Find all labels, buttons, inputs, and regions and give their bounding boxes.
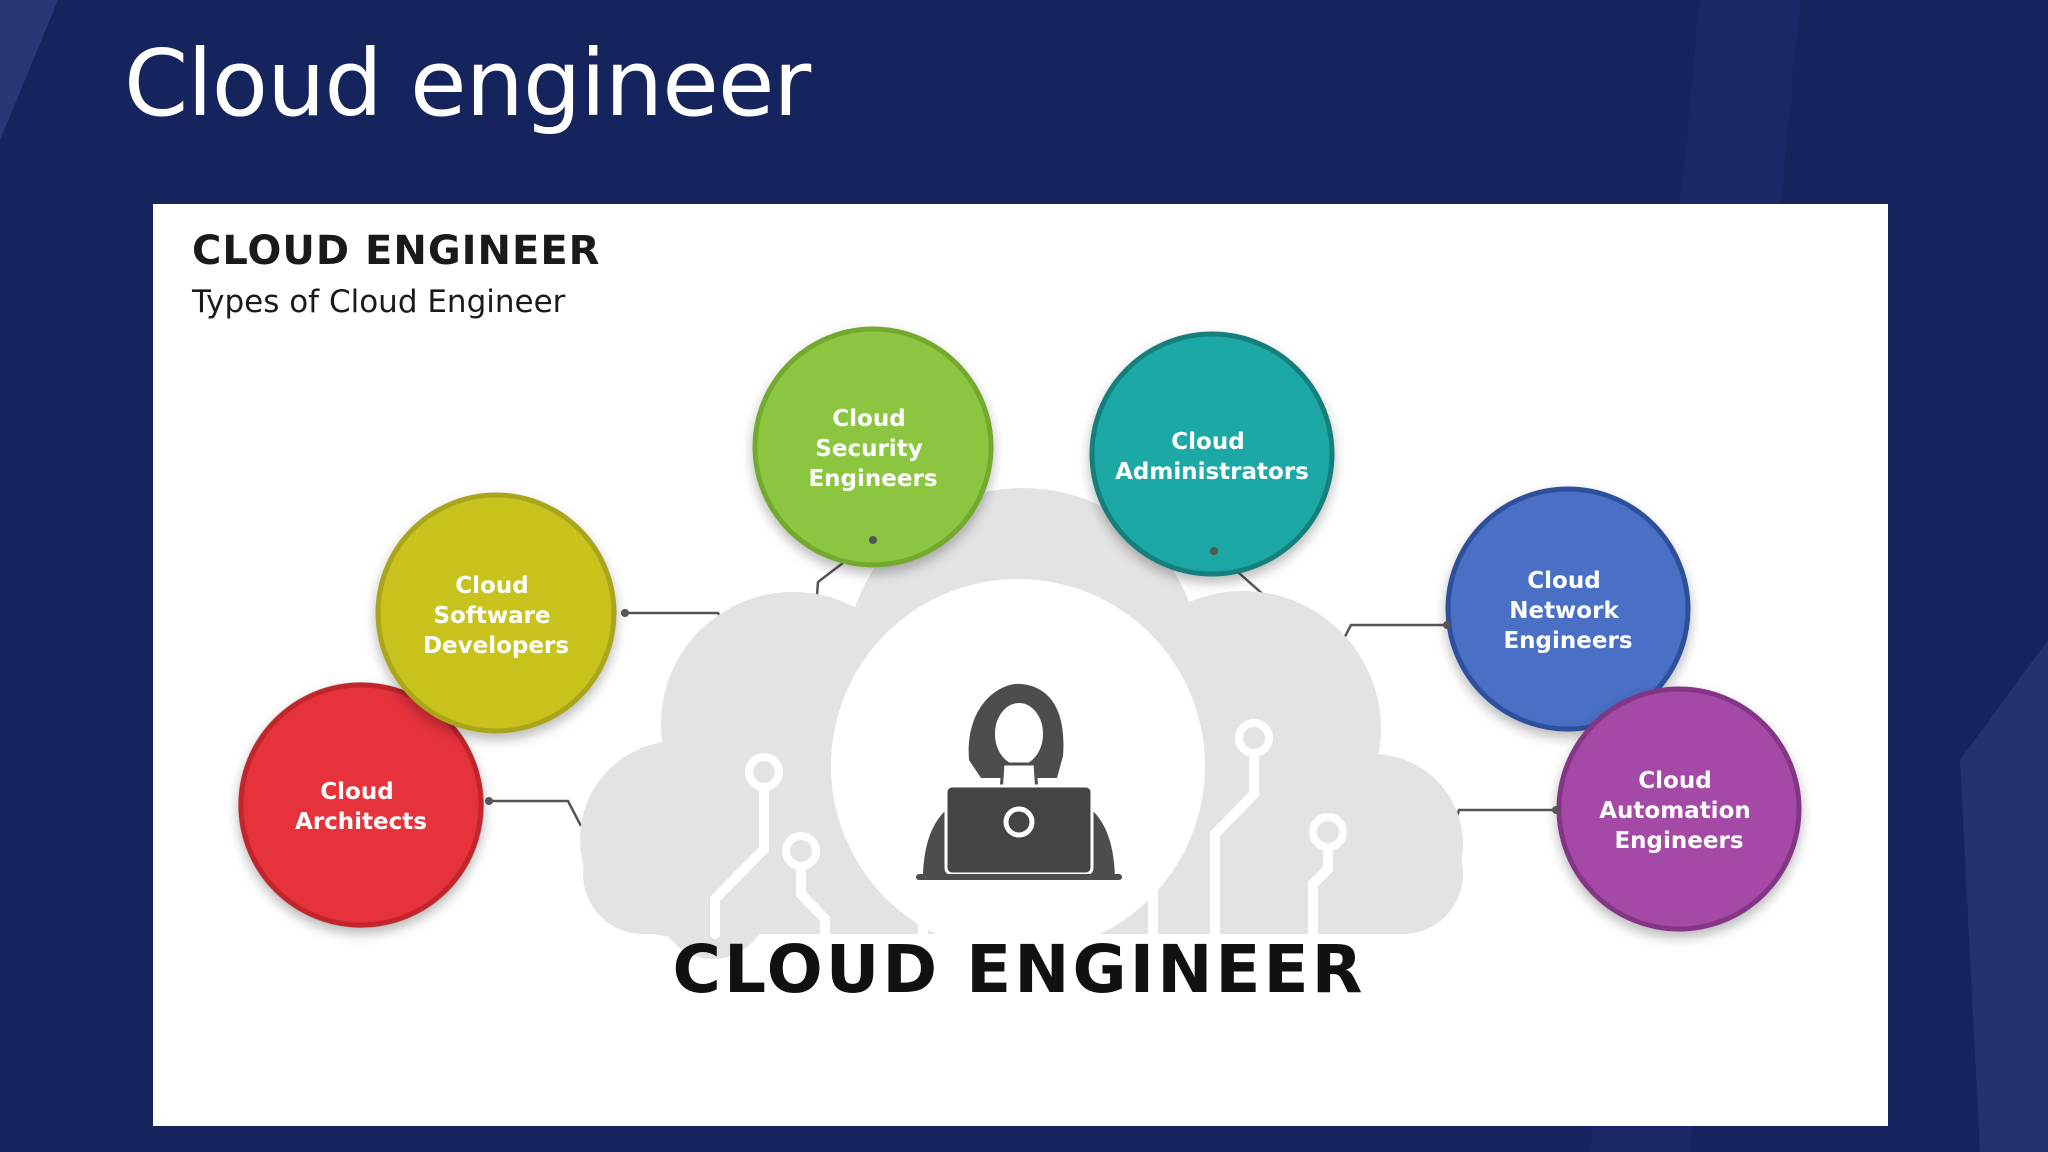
node-architects	[238, 682, 484, 928]
connector-architects	[489, 799, 583, 827]
node-automation-engineers-label: Cloud Automation Engineers	[1599, 768, 1759, 854]
connector-dots	[485, 536, 1560, 814]
figure-heading: CLOUD ENGINEER	[192, 228, 601, 274]
node-security-engineers-circle	[752, 326, 994, 568]
person-at-laptop-icon	[916, 204, 1122, 880]
node-administrators	[1089, 331, 1335, 577]
node-network-engineers-label: Cloud Network Engineers	[1503, 568, 1632, 654]
node-network-engineers-circle	[1445, 486, 1691, 732]
node-software-developers-label: Cloud Software Developers	[423, 573, 569, 659]
node-architects-label: Cloud Architects	[295, 779, 427, 835]
node-security-engineers	[752, 326, 994, 568]
diagram-figure: CLOUD ENGINEER Types of Cloud Engineer	[153, 204, 1888, 1126]
figure-subheading: Types of Cloud Engineer	[192, 284, 566, 320]
node-administrators-circle	[1089, 331, 1335, 577]
circuit-nodes	[745, 719, 1347, 870]
connector-automation-engineers	[1451, 808, 1556, 830]
node-security-engineers-label: Cloud Security Engineers	[808, 406, 937, 492]
node-administrators-label: Cloud Administrators	[1115, 429, 1309, 485]
cloud-engineer-diagram: CLOUD ENGINEER Cloud Architects Cloud So…	[238, 204, 1802, 1008]
node-architects-circle	[238, 682, 484, 928]
slide-title: Cloud engineer	[124, 30, 811, 137]
center-label: CLOUD ENGINEER	[673, 931, 1366, 1008]
node-software-developers	[375, 492, 617, 734]
node-network-engineers	[1445, 486, 1691, 732]
node-software-developers-circle	[375, 492, 617, 734]
